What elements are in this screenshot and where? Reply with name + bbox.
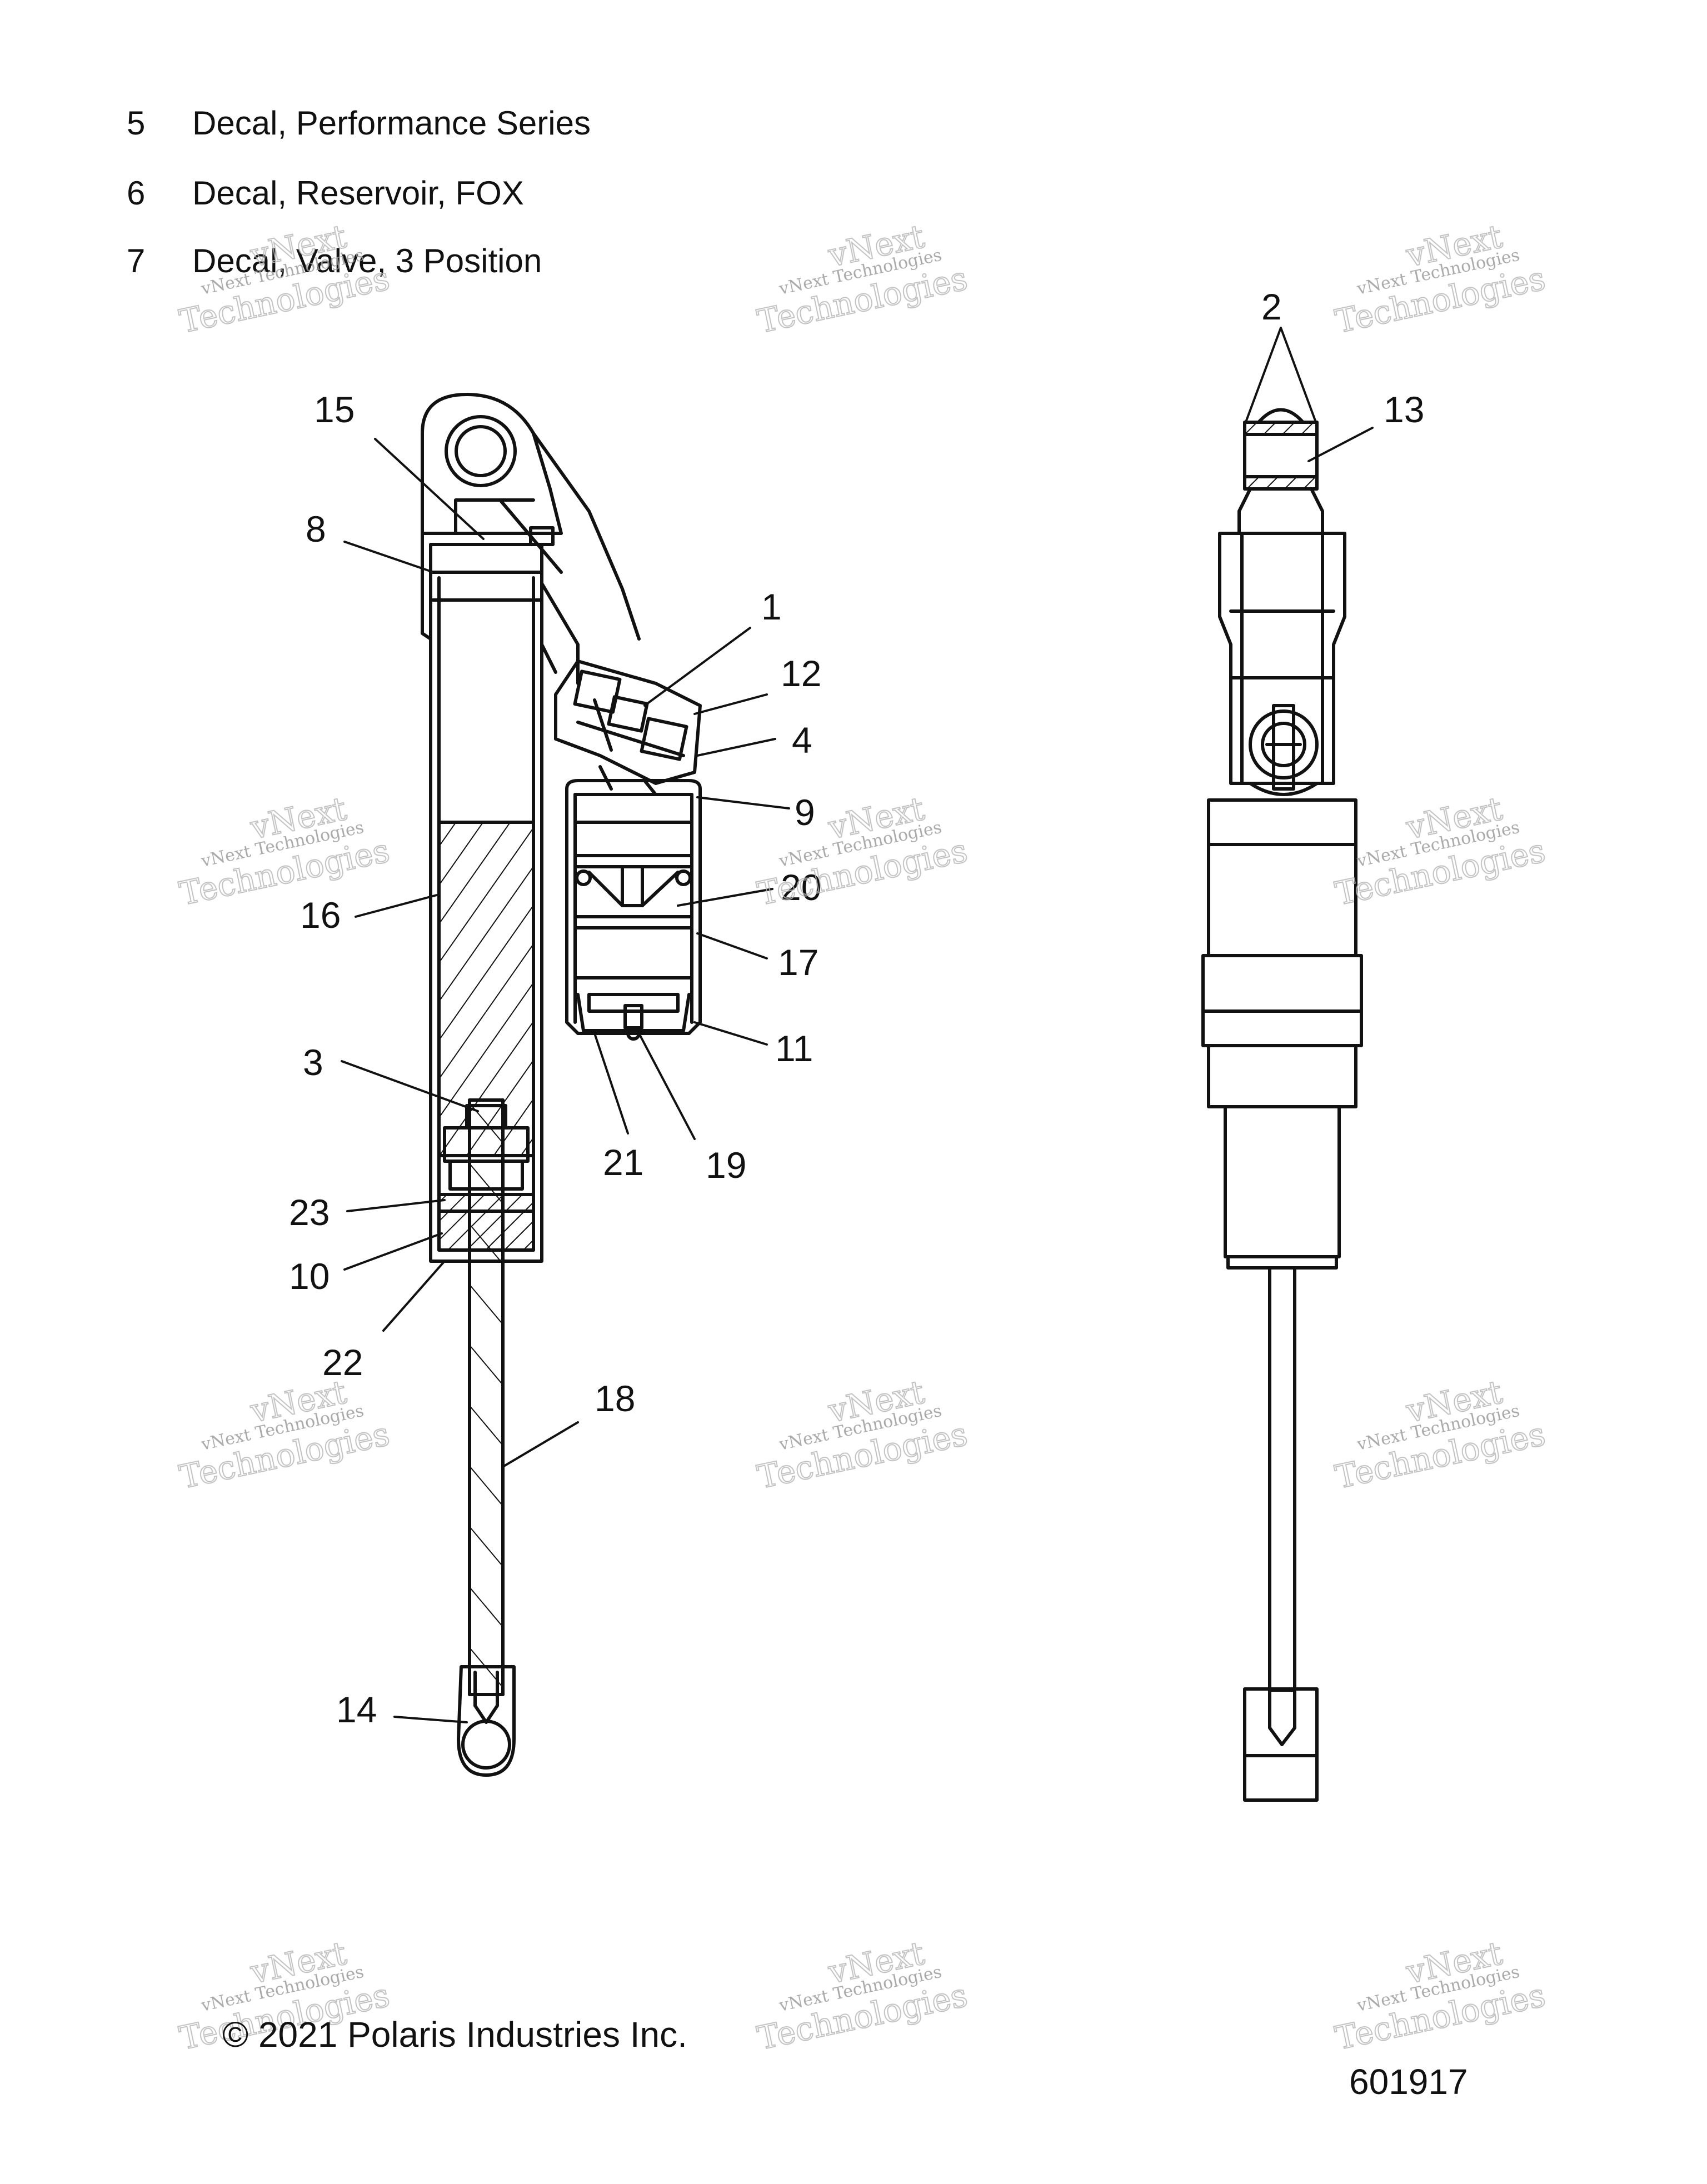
top-eyelet [445,415,517,487]
legend-description: Decal, Reservoir, FOX [192,174,524,212]
callout-1: 1 [761,586,782,627]
callout-13: 13 [1384,389,1424,430]
diagram-id: 601917 [1349,2062,1468,2102]
callout-21: 21 [603,1142,643,1183]
piston-rod [468,1098,505,1696]
body-head [421,393,563,535]
body-cylinder [1207,798,1357,846]
callout-17: 17 [778,942,818,983]
callout-12: 12 [781,653,821,694]
watermarks: vNext Technologies Technologies vNext vN… [176,217,1549,2058]
callout-8: 8 [306,508,326,549]
copyright: © 2021 Polaris Industries Inc. [222,2015,687,2055]
reservoir [565,779,702,1041]
callout-19: 19 [706,1145,746,1186]
callout-9: 9 [795,792,815,833]
legend-description: Decal, Valve, 3 Position [192,242,542,279]
callout-11: 11 [775,1028,813,1069]
leader-lines [341,327,1374,1723]
lower-eyelet [457,1665,516,1777]
callout-2: 2 [1261,286,1282,327]
valve-block [554,659,702,785]
callout-20: 20 [781,867,821,908]
callout-22: 22 [322,1342,363,1383]
shock-exterior-view [1201,408,1363,1802]
callout-14: 14 [336,1689,377,1730]
callout-23: 23 [289,1192,330,1233]
exterior-rod [1268,1266,1296,1692]
legend-number: 7 [127,242,146,279]
shock-section-view [421,393,702,1777]
legend-number: 6 [127,174,146,212]
callout-4: 4 [792,719,812,761]
legend-number: 5 [127,104,146,142]
adjuster-knob [1249,709,1319,779]
callout-18: 18 [595,1378,635,1419]
callout-10: 10 [289,1256,330,1297]
callouts: 15 8 1 12 4 9 16 20 17 11 3 21 19 23 10 … [289,286,1424,1730]
callout-16: 16 [300,894,341,936]
legend-description: Decal, Performance Series [192,104,591,142]
callout-3: 3 [303,1042,323,1083]
callout-15: 15 [314,389,355,430]
